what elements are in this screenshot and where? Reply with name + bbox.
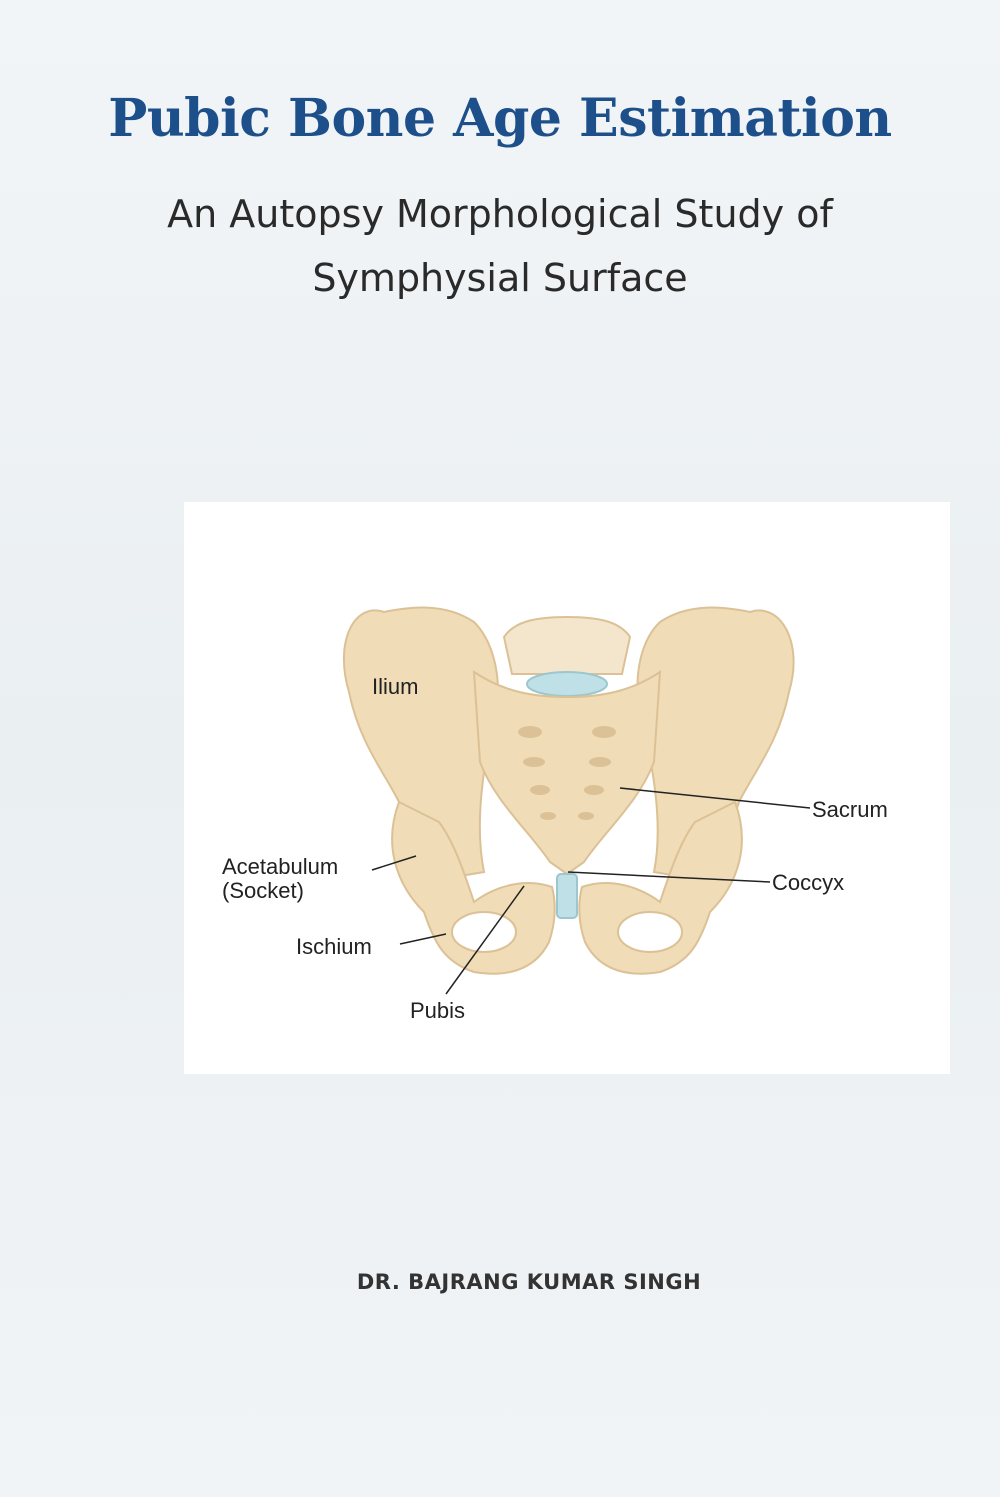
book-title: Pubic Bone Age Estimation: [108, 88, 892, 149]
label-coccyx: Coccyx: [772, 870, 844, 895]
pubic-symphysis: [556, 873, 578, 919]
pelvis-diagram: Ilium Sacrum Acetabulum (Socket) Coccyx …: [222, 606, 888, 1023]
label-sacrum: Sacrum: [812, 797, 888, 822]
intervertebral-disc: [526, 671, 608, 697]
subtitle-line-2: Symphysial Surface: [312, 256, 688, 300]
subtitle-line-1: An Autopsy Morphological Study of: [167, 192, 833, 236]
author-name: DR. BAJRANG KUMAR SINGH: [356, 1270, 702, 1294]
sacrum-bone: [472, 670, 662, 876]
pelvis-illustration: Ilium Sacrum Acetabulum (Socket) Coccyx …: [184, 502, 950, 1074]
label-acetabulum: Acetabulum: [222, 854, 338, 879]
book-subtitle: An Autopsy Morphological Study of Symphy…: [80, 182, 920, 310]
sacral-foramina: [518, 726, 616, 820]
label-pubis: Pubis: [410, 998, 465, 1023]
right-obturator-foramen: [617, 911, 683, 953]
label-ilium: Ilium: [372, 674, 418, 699]
lumbar-vertebra: [502, 615, 632, 675]
label-ischium: Ischium: [296, 934, 372, 959]
label-socket: (Socket): [222, 878, 304, 903]
leader-lines: [371, 787, 811, 995]
left-obturator-foramen: [451, 911, 517, 953]
